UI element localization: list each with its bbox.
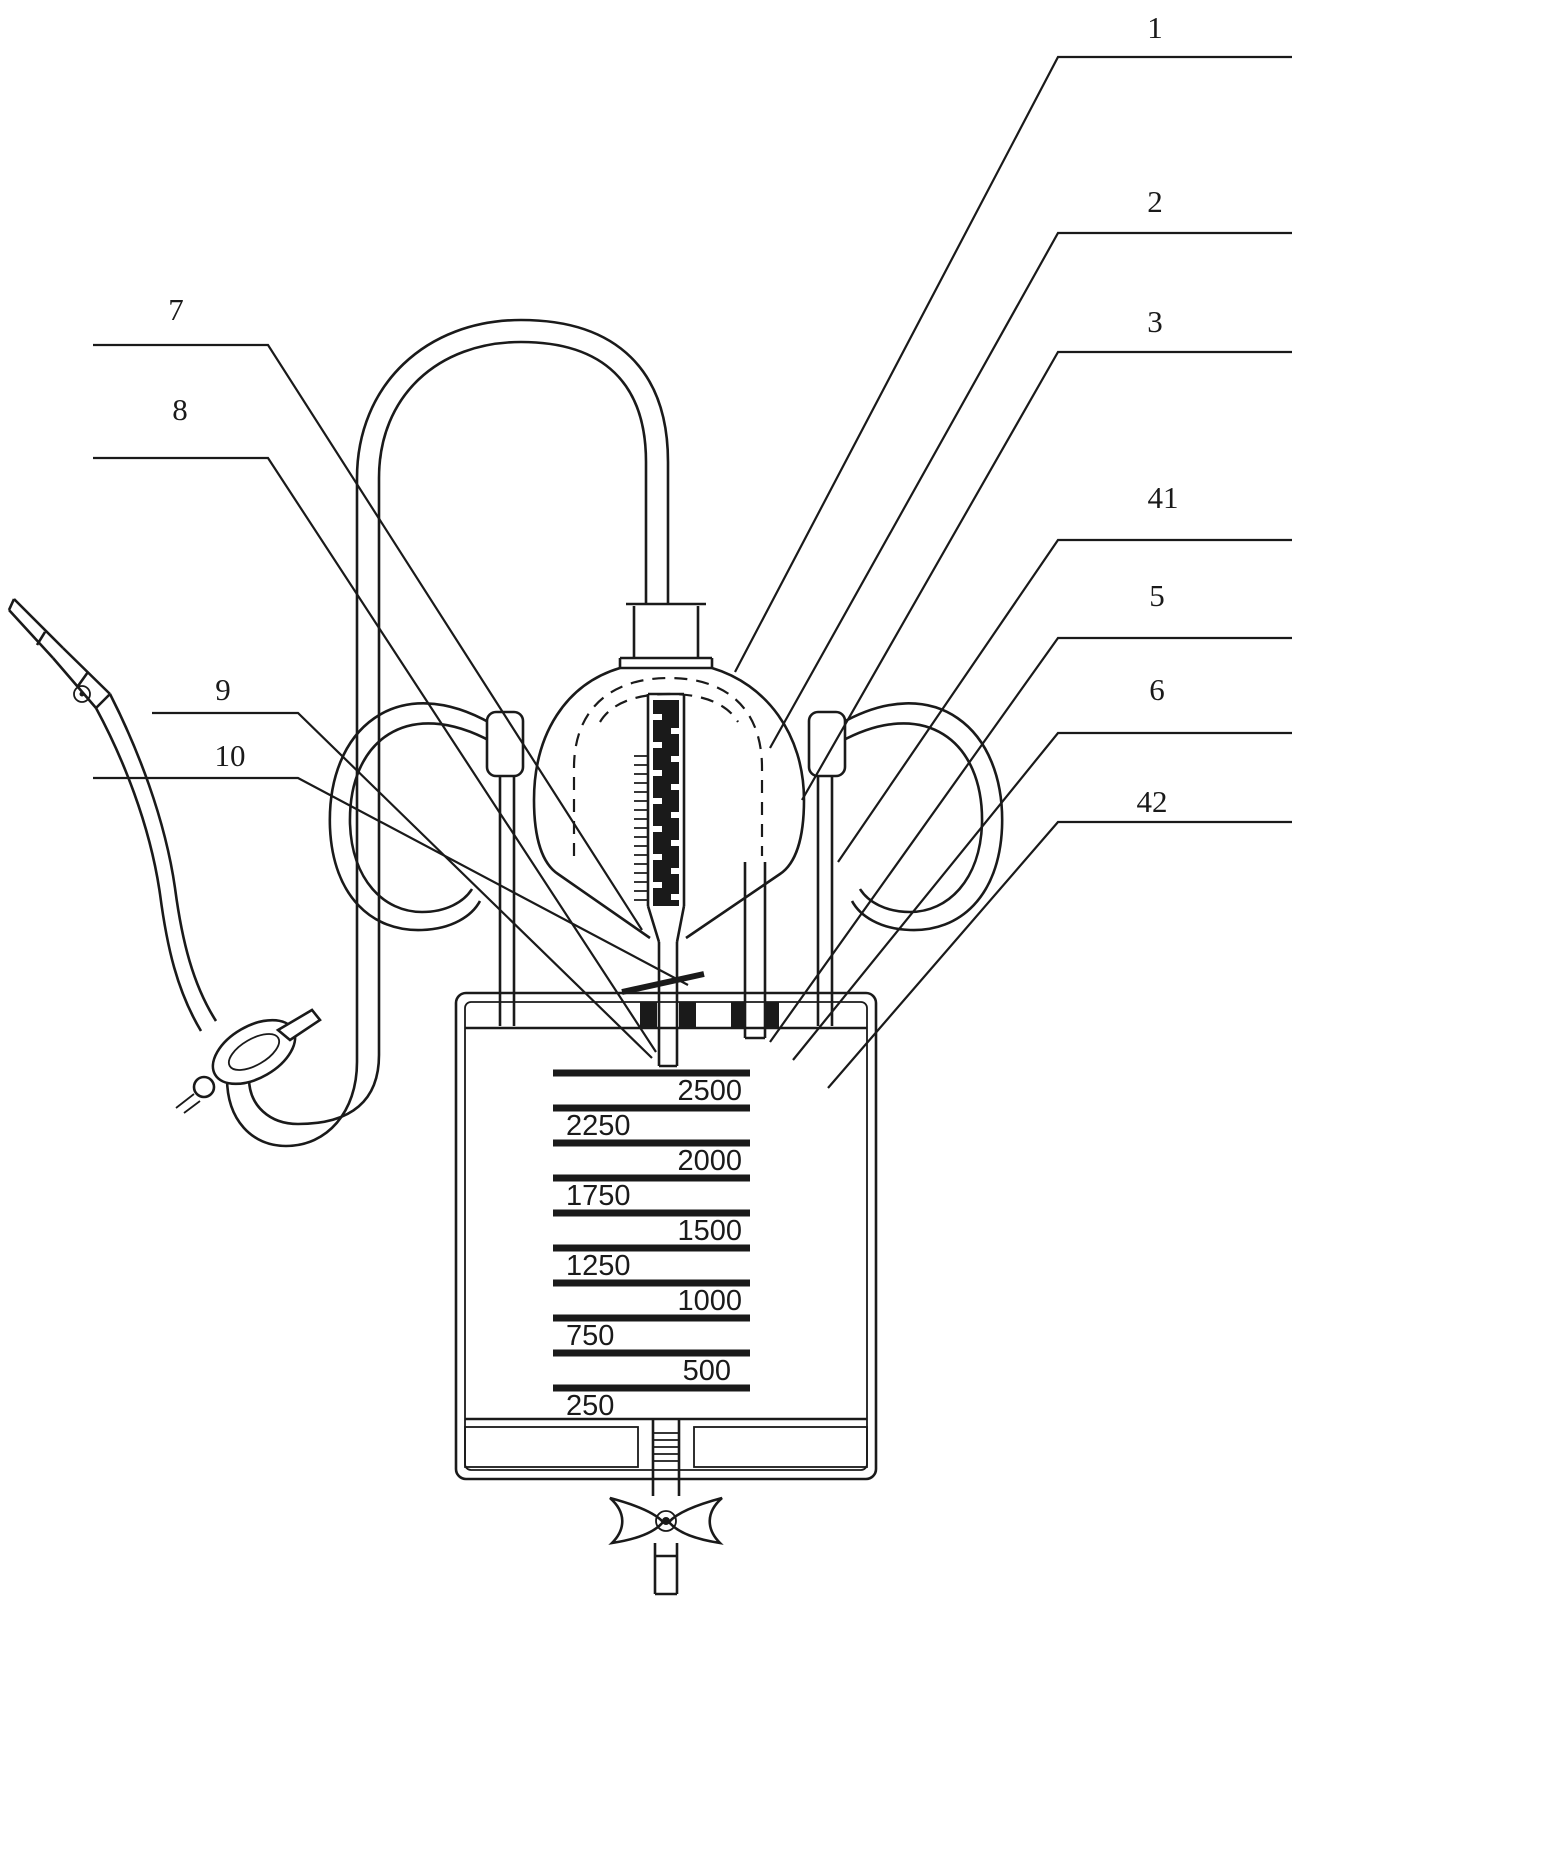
dome-left-wall — [532, 666, 651, 940]
measuring-chamber — [532, 602, 806, 1068]
leader-lines — [93, 55, 1292, 1089]
clamp-tail — [175, 1093, 201, 1114]
leader-7 — [93, 343, 643, 931]
catheter-connector — [7, 598, 218, 1032]
connector-eyelet — [73, 685, 91, 703]
drain-valve-dot — [662, 1517, 670, 1525]
leader-3 — [801, 350, 1292, 801]
ref-numeral-6: 6 — [1149, 672, 1165, 707]
reference-numerals: 1 2 3 41 5 6 42 7 8 9 10 — [168, 10, 1178, 819]
ref-numeral-8: 8 — [172, 392, 188, 427]
clamp-lever — [275, 1008, 322, 1042]
hanger-right — [807, 702, 1004, 1026]
ref-numeral-7: 7 — [168, 292, 184, 327]
tube-inner-wall — [247, 340, 648, 1126]
footer-chamber-right — [693, 1426, 868, 1468]
left-hanger-rod — [498, 776, 516, 1026]
clamp-ring-outer — [211, 1018, 297, 1086]
collection-bag — [454, 991, 878, 1481]
leader-9 — [152, 711, 653, 1059]
drain-valve-ring — [655, 1510, 677, 1532]
seal-mark — [621, 971, 705, 995]
volume-label-750: 750 — [566, 1320, 614, 1352]
volume-label-2000: 2000 — [677, 1145, 742, 1177]
leader-1 — [734, 55, 1292, 673]
center-drop-tube — [657, 942, 679, 1068]
right-hanger-rod — [816, 776, 834, 1026]
header-weld-block — [731, 1002, 744, 1028]
leader-41 — [837, 538, 1292, 863]
clamp-eyelet — [192, 1075, 216, 1099]
drain-wing-left — [608, 1496, 665, 1545]
drainage-tube-loop — [225, 318, 670, 1148]
leader-42 — [827, 820, 1292, 1089]
left-hook-outer — [328, 702, 493, 932]
left-hanger-plate — [485, 710, 525, 778]
inner-chamber-dashed — [572, 676, 764, 856]
ref-numeral-2: 2 — [1147, 184, 1163, 219]
hanger-left — [328, 702, 525, 1026]
ref-numeral-9: 9 — [215, 672, 231, 707]
ref-numeral-5: 5 — [1149, 578, 1165, 613]
patient-tube-wall-a — [94, 707, 203, 1032]
header-weld-block — [766, 1002, 779, 1028]
patient-tube-wall-b — [108, 693, 218, 1022]
inlet-neck — [618, 602, 714, 670]
leader-5 — [769, 636, 1292, 1043]
right-hook-inner — [839, 722, 984, 914]
bag-outer-wall — [454, 991, 878, 1481]
ref-numeral-10: 10 — [215, 738, 246, 773]
right-hook-outer — [839, 702, 1004, 932]
volume-label-500: 500 — [683, 1355, 731, 1387]
leader-10 — [93, 776, 689, 986]
column-tick-marks — [634, 755, 648, 901]
tube-outer-wall — [225, 318, 670, 1148]
drain-wing-right — [667, 1496, 724, 1545]
ref-numeral-42: 42 — [1137, 784, 1168, 819]
volume-label-1750: 1750 — [566, 1180, 631, 1212]
volume-label-1000: 1000 — [677, 1285, 742, 1317]
tube-clamp — [175, 1008, 322, 1114]
volume-label-1500: 1500 — [677, 1215, 742, 1247]
header-weld-block — [679, 1002, 696, 1028]
leader-6 — [792, 731, 1292, 1061]
volume-label-250: 250 — [566, 1390, 614, 1422]
drain-threads — [653, 1432, 679, 1462]
volume-label-2500: 2500 — [677, 1075, 742, 1107]
connector-eyelet-dot — [79, 691, 85, 697]
connector-tip — [7, 598, 64, 659]
ref-numeral-1: 1 — [1147, 10, 1163, 45]
right-hanger-plate — [807, 710, 847, 778]
volume-scale: 2500 2250 2000 1750 1500 1250 1000 750 5… — [553, 1069, 750, 1422]
overflow-tube — [743, 862, 767, 1040]
drain-spout — [653, 1543, 679, 1596]
drain-outlet — [608, 1419, 724, 1596]
dome-right-wall — [685, 666, 806, 940]
leader-8 — [93, 456, 657, 1053]
leader-2 — [769, 231, 1292, 749]
footer-chamber-left — [464, 1426, 639, 1468]
ref-numeral-3: 3 — [1147, 304, 1163, 339]
left-hook-inner — [348, 722, 493, 914]
header-weld-block — [640, 1002, 657, 1028]
bag-inner-wall — [464, 1001, 868, 1471]
volume-label-2250: 2250 — [566, 1110, 631, 1142]
column-taper — [646, 905, 686, 943]
connector-barrel — [52, 647, 111, 709]
drain-channel — [651, 1419, 681, 1496]
graduated-column-walls — [646, 692, 686, 906]
ref-numeral-41: 41 — [1148, 480, 1179, 515]
clamp-ring-inner — [227, 1033, 281, 1071]
volume-label-1250: 1250 — [566, 1250, 631, 1282]
